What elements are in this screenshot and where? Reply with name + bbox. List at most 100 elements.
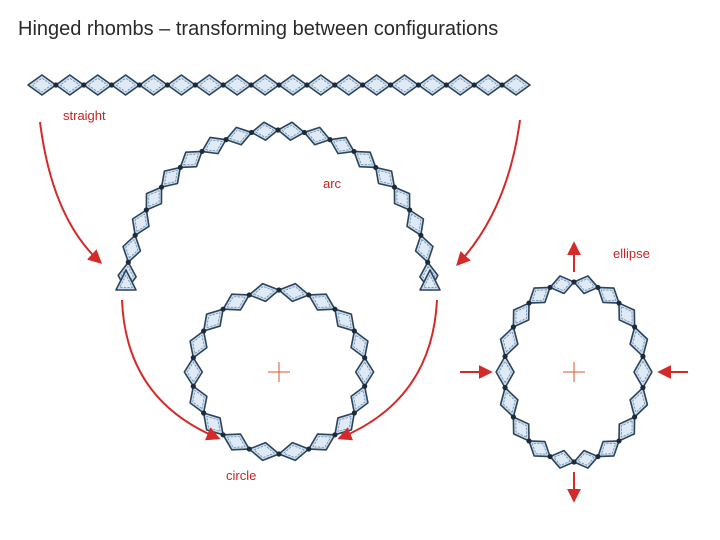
- arc-rhomb: [131, 209, 150, 237]
- hinge-pin: [387, 82, 394, 88]
- ellipse-rhomb: [549, 275, 575, 295]
- hinge-pin: [177, 164, 183, 171]
- hinge-pin: [351, 410, 357, 416]
- circle-rhomb: [350, 330, 369, 359]
- hinge-pin: [362, 355, 368, 361]
- hinge-pin: [418, 232, 424, 238]
- hinge-pin: [81, 82, 87, 88]
- straight-rhomb: [250, 74, 280, 96]
- hinge-pin: [391, 184, 398, 190]
- circle-rhomb: [222, 293, 251, 311]
- hinge-pin: [332, 306, 338, 312]
- arrow-arc-to-circle-right: [337, 299, 438, 441]
- arc-end-piece-left: [115, 269, 137, 291]
- circle-ring: [183, 282, 375, 462]
- arc-rhomb: [250, 121, 279, 141]
- hinge-pin: [351, 328, 357, 334]
- arc-rhomb: [201, 136, 227, 155]
- hinge-pin: [360, 82, 366, 88]
- arc-rhomb: [353, 150, 377, 169]
- ellipse-center-mark: [563, 362, 585, 382]
- ellipse-rhomb: [512, 302, 530, 328]
- circle-rhomb: [278, 441, 310, 462]
- hinge-pin: [276, 82, 282, 88]
- hinge-pin: [246, 446, 252, 452]
- ellipse-rhomb: [629, 386, 649, 418]
- arc-rhomb: [122, 234, 142, 264]
- hinge-pin: [306, 446, 312, 452]
- circle-rhomb: [202, 308, 224, 332]
- straight-rhomb: [138, 74, 169, 96]
- ellipse-rhomb: [597, 286, 620, 304]
- ellipse-rhomb: [512, 416, 530, 442]
- label-circle: circle: [226, 468, 256, 483]
- circle-rhomb: [278, 282, 310, 303]
- hinge-pin: [201, 410, 207, 416]
- hinge-pin: [327, 137, 333, 143]
- straight-rhomb: [473, 74, 503, 96]
- hinge-pin: [499, 82, 505, 88]
- hinge-pin: [425, 259, 431, 265]
- hinge-pin: [190, 383, 196, 389]
- circle-rhomb: [202, 412, 224, 436]
- arc-rhomb: [406, 209, 425, 237]
- hinge-pin: [526, 300, 532, 306]
- ellipse-rhomb: [549, 449, 575, 469]
- hinge-pin: [571, 459, 577, 465]
- arc-end-piece-right: [419, 269, 441, 291]
- hinge-pin: [443, 82, 449, 88]
- hinge-pin: [595, 284, 601, 291]
- hinge-pin: [275, 127, 281, 133]
- label-arc: arc: [323, 176, 342, 191]
- circle-center-mark: [268, 362, 290, 382]
- arc-rhomb: [329, 136, 355, 155]
- hinge-pin: [109, 82, 115, 88]
- ellipse-rhomb: [597, 440, 620, 458]
- straight-chain: [27, 74, 531, 96]
- hinge-pin: [362, 383, 368, 389]
- arc-rhomb: [179, 150, 203, 169]
- ellipse-rhomb: [499, 386, 519, 418]
- circle-rhomb: [307, 293, 336, 311]
- hinge-pin: [616, 438, 622, 444]
- straight-rhomb: [166, 74, 197, 96]
- ellipse-rhomb: [618, 416, 636, 442]
- hinge-pin: [276, 451, 282, 457]
- hinge-pin: [526, 438, 532, 444]
- hinge-pin: [276, 287, 282, 293]
- hinge-pin: [510, 414, 516, 420]
- arc-rhomb: [160, 166, 182, 188]
- straight-rhomb: [417, 74, 448, 96]
- hinge-pin: [143, 207, 149, 213]
- hinge-pin: [190, 355, 196, 361]
- arc-rhomb: [225, 126, 253, 146]
- hinge-pin: [132, 232, 138, 238]
- hinge-pin: [547, 284, 553, 291]
- straight-rhomb: [194, 74, 225, 96]
- hinge-pin: [53, 82, 59, 88]
- ellipse-rhomb: [633, 355, 653, 389]
- ellipse-rhomb: [499, 326, 519, 358]
- hinge-pin: [246, 292, 252, 298]
- straight-rhomb: [501, 74, 531, 96]
- hinge-pin: [332, 432, 338, 438]
- circle-rhomb: [189, 385, 208, 414]
- ellipse-rhomb: [528, 286, 551, 304]
- slide-title: Hinged rhombs – transforming between con…: [18, 18, 499, 40]
- arrow-straight-to-arc-right: [456, 119, 521, 267]
- ellipse-rhomb: [495, 355, 515, 389]
- hinge-pin: [547, 453, 553, 460]
- arc-rhomb: [277, 121, 306, 141]
- circle-rhomb: [222, 433, 251, 451]
- circle-rhomb: [334, 308, 356, 332]
- ellipse-ring: [495, 275, 653, 469]
- hinge-pin: [471, 82, 477, 88]
- hinge-pin: [220, 432, 226, 438]
- circle-rhomb: [354, 356, 375, 388]
- arc-rhomb: [414, 234, 434, 264]
- circle-rhomb: [183, 356, 204, 388]
- hinge-pin: [351, 148, 357, 155]
- hinge-pin: [304, 82, 310, 88]
- hinge-pin: [640, 353, 646, 359]
